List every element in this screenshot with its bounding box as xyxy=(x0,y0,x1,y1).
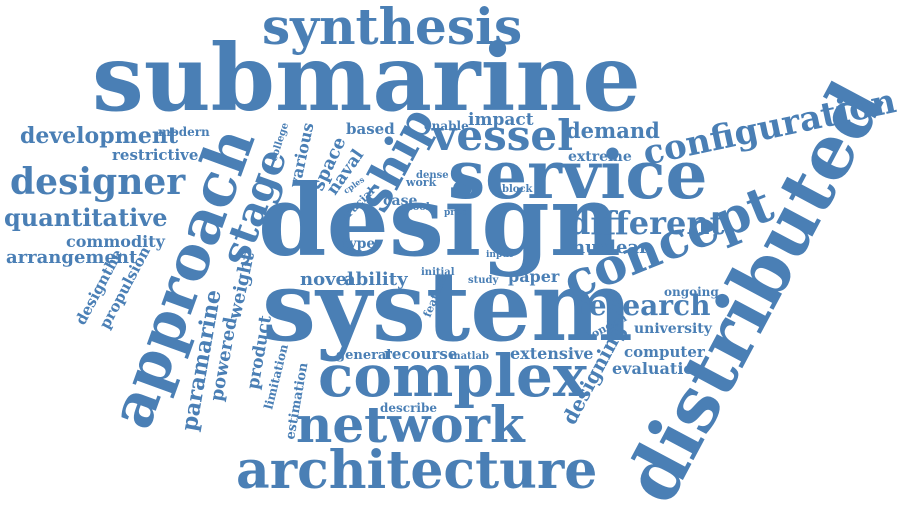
word-tool: tool xyxy=(408,202,430,213)
word-describe: describe xyxy=(380,401,437,415)
word-architecture: architecture xyxy=(236,440,597,501)
word-nuclear: nuclear xyxy=(572,237,649,258)
word-matlab: matlab xyxy=(450,351,489,362)
word-recourse: recourse xyxy=(384,345,457,363)
word-novel: novel xyxy=(300,269,354,290)
word-study: study xyxy=(468,275,500,286)
word-service: service xyxy=(448,136,708,214)
word-enable: enable xyxy=(424,119,469,133)
word-university: university xyxy=(634,321,713,337)
word-ability: ability xyxy=(344,269,408,290)
word-vessel: vessel xyxy=(431,111,573,160)
word-block: block xyxy=(502,184,534,195)
word-development: development xyxy=(20,123,179,149)
word-modern: modern xyxy=(158,125,210,139)
word-case: case xyxy=(383,193,417,209)
word-dense: dense xyxy=(416,170,449,181)
word-computer: computer xyxy=(624,343,706,361)
word-extreme: extreme xyxy=(568,149,632,165)
word-extensive: extensive xyxy=(510,344,593,363)
word-quantitative: quantitative xyxy=(4,203,168,232)
word-design: design xyxy=(258,164,621,279)
word-restrictive: restrictive xyxy=(112,146,198,164)
word-impact: impact xyxy=(468,110,534,130)
word-submarine: submarine xyxy=(92,24,641,132)
word-commodity: commodity xyxy=(66,232,166,251)
word-general: general xyxy=(336,348,391,363)
word-ongoing: ongoing xyxy=(664,285,719,299)
word-work: work xyxy=(405,176,437,189)
word-proc: proc xyxy=(444,208,467,218)
word-designer: designer xyxy=(10,161,186,203)
word-different: different xyxy=(568,204,725,242)
word-network: network xyxy=(296,395,526,454)
word-complex: complex xyxy=(318,342,588,410)
word-based: based xyxy=(346,120,395,138)
word-evaluation: evaluation xyxy=(612,359,706,378)
word-research: research xyxy=(574,289,710,322)
word-arrangement: arrangement xyxy=(6,247,138,268)
word-paper: paper xyxy=(508,267,560,286)
word-type: type xyxy=(342,236,375,252)
word-input: input xyxy=(486,250,514,260)
word-initial: initial xyxy=(421,267,455,278)
word-system: system xyxy=(262,250,633,363)
word-synthesis: synthesis xyxy=(262,0,522,56)
word-demand: demand xyxy=(566,118,660,143)
